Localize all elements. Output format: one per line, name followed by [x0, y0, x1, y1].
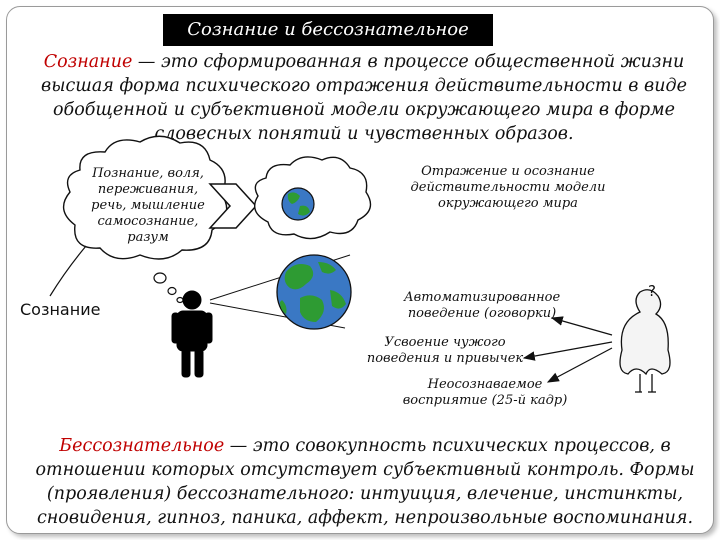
- unconscious-definition: Бессознательное — это совокупность психи…: [20, 434, 710, 530]
- unconscious-item-automatized: Автоматизированное поведение (оговорки): [403, 290, 561, 321]
- unconscious-item-perception: Неосознаваемое восприятие (25-й кадр): [402, 377, 568, 408]
- person-figure: [171, 290, 213, 378]
- consciousness-side-label: Сознание: [20, 300, 101, 319]
- arrow-to-item-3: [546, 347, 613, 383]
- large-globe-icon: [276, 254, 352, 330]
- small-globe-icon: [281, 187, 315, 221]
- question-mark: ?: [648, 282, 656, 300]
- consciousness-term: Сознание: [43, 52, 133, 72]
- unconscious-definition-text: — это совокупность психических процессов…: [35, 436, 695, 528]
- chevron-arrow-icon: [208, 183, 258, 229]
- consciousness-definition: Сознание — это сформированная в процессе…: [34, 50, 694, 146]
- arrow-to-item-1: [550, 316, 613, 336]
- thought-cloud: [62, 135, 228, 260]
- unconscious-term: Бессознательное: [59, 436, 225, 456]
- ghost-figure: [619, 289, 671, 393]
- slide-frame: [6, 6, 714, 534]
- unconscious-item-adoption: Усвоение чужого поведения и привычек: [366, 335, 524, 366]
- cloud-connector-line: [49, 245, 87, 297]
- reflection-text: Отражение и осознание действительности м…: [410, 164, 606, 211]
- thought-bubbles: [153, 272, 184, 304]
- arrow-to-item-2: [522, 341, 613, 361]
- consciousness-definition-text: — это сформированная в процессе обществе…: [41, 52, 687, 144]
- slide-title: Сознание и бессознательное: [163, 14, 493, 46]
- thought-cloud-text: Познание, воля, переживания, речь, мышле…: [91, 166, 205, 245]
